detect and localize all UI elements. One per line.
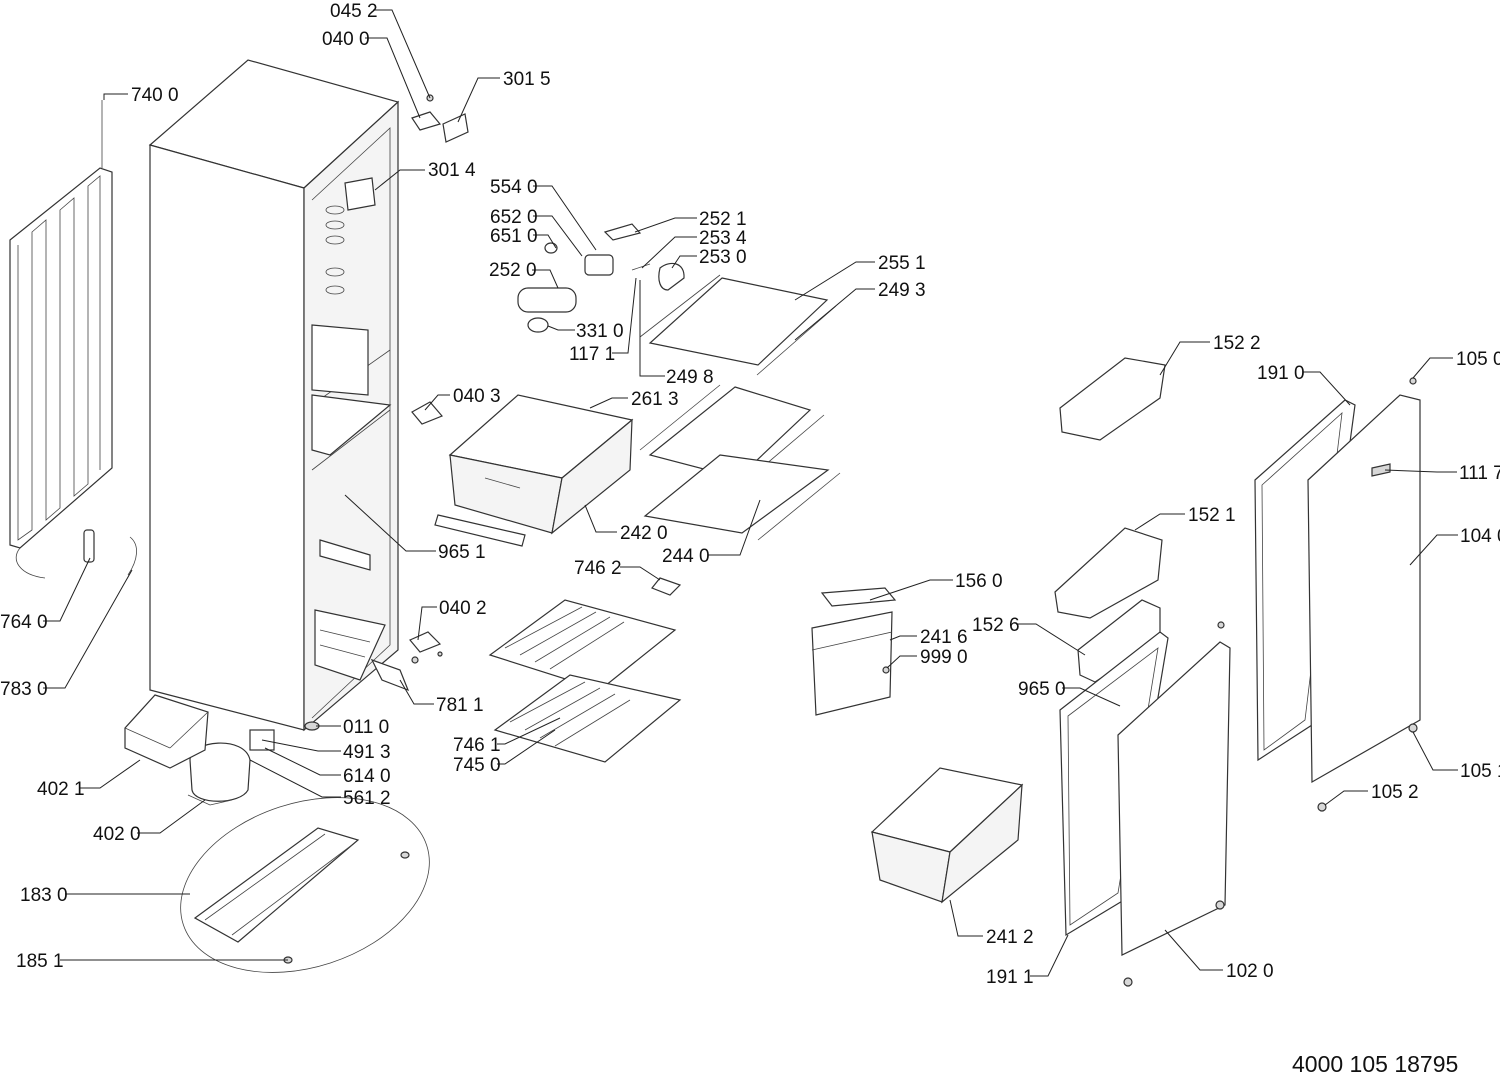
callout-105-2: 105 2 <box>1371 782 1419 803</box>
callout-402-0: 402 0 <box>93 824 141 845</box>
lower-door-102-0 <box>1117 641 1231 956</box>
callout-331-0: 331 0 <box>576 321 624 342</box>
thermostat-assembly <box>517 223 685 333</box>
callout-117-1: 117 1 <box>569 344 615 365</box>
cabinet <box>148 59 400 732</box>
callout-241-2: 241 2 <box>986 927 1034 948</box>
callout-152-6: 152 6 <box>972 615 1020 636</box>
callout-040-2: 040 2 <box>439 598 487 619</box>
callout-965-0: 965 0 <box>1018 679 1066 700</box>
callout-253-4: 253 4 <box>699 228 747 249</box>
callout-241-6: 241 6 <box>920 627 968 648</box>
callout-652-0: 652 0 <box>490 207 538 228</box>
callout-242-0: 242 0 <box>620 523 668 544</box>
document-number: 4000 105 18795 <box>1292 1051 1458 1076</box>
callout-011-0: 011 0 <box>343 717 389 738</box>
panel-241-6 <box>811 611 893 716</box>
freezer-drawer <box>870 767 1024 904</box>
callout-185-1: 185 1 <box>16 951 64 972</box>
fasteners <box>370 377 1418 987</box>
glass-shelves <box>639 274 841 541</box>
callout-152-2: 152 2 <box>1213 333 1261 354</box>
drier-part <box>83 529 95 563</box>
callout-746-1: 746 1 <box>453 735 501 756</box>
callout-781-1: 781 1 <box>436 695 484 716</box>
callout-labels: 045 2 040 0 301 5 740 0 301 4 554 0 652 … <box>0 1 1500 988</box>
panel-156-0 <box>820 587 897 607</box>
callout-249-8: 249 8 <box>666 367 714 388</box>
callout-045-2: 045 2 <box>330 1 378 22</box>
callout-614-0: 614 0 <box>343 766 391 787</box>
callout-191-1: 191 1 <box>986 967 1034 988</box>
callout-745-0: 745 0 <box>453 755 501 776</box>
top-hinge <box>411 94 469 143</box>
capillary-tube <box>127 536 137 576</box>
callout-402-1: 402 1 <box>37 779 85 800</box>
callout-102-0: 102 0 <box>1226 961 1274 982</box>
upper-door-104-0 <box>1307 394 1421 784</box>
callout-740-0: 740 0 <box>131 85 179 106</box>
callout-040-0: 040 0 <box>322 29 370 50</box>
wire-shelves <box>488 577 682 763</box>
callout-156-0: 156 0 <box>955 571 1003 592</box>
callout-301-5: 301 5 <box>503 69 551 90</box>
callout-191-0: 191 0 <box>1257 363 1305 384</box>
callout-249-3: 249 3 <box>878 280 926 301</box>
crisper-drawer <box>434 394 634 547</box>
leader-lines <box>43 9 1458 977</box>
hinge-301-4 <box>344 177 376 211</box>
callout-252-1: 252 1 <box>699 209 747 230</box>
tray-402-1 <box>124 694 209 769</box>
door-bin-152-2 <box>1059 357 1166 441</box>
callout-301-4: 301 4 <box>428 160 476 181</box>
callout-783-0: 783 0 <box>0 679 48 700</box>
callout-253-0: 253 0 <box>699 247 747 268</box>
callout-105-0: 105 0 <box>1456 349 1500 370</box>
callout-252-0: 252 0 <box>489 260 537 281</box>
door-bin-152-1 <box>1054 527 1163 619</box>
callout-183-0: 183 0 <box>20 885 68 906</box>
callout-111-7: 111 7 <box>1459 463 1500 484</box>
condenser-coil <box>9 100 113 579</box>
callout-040-3: 040 3 <box>453 386 501 407</box>
callout-554-0: 554 0 <box>490 177 538 198</box>
callout-965-1: 965 1 <box>438 542 486 563</box>
callout-651-0: 651 0 <box>490 226 538 247</box>
callout-261-3: 261 3 <box>631 389 679 410</box>
callout-104-0: 104 0 <box>1460 526 1500 547</box>
callout-244-0: 244 0 <box>662 546 710 567</box>
callout-152-1: 152 1 <box>1188 505 1236 526</box>
callout-255-1: 255 1 <box>878 253 926 274</box>
callout-764-0: 764 0 <box>0 612 48 633</box>
bottom-plate <box>180 797 430 973</box>
callout-746-2: 746 2 <box>574 558 622 579</box>
callout-105-1: 105 1 <box>1460 761 1500 782</box>
callout-561-2: 561 2 <box>343 788 391 809</box>
callout-999-0: 999 0 <box>920 647 968 668</box>
callout-491-3: 491 3 <box>343 742 391 763</box>
